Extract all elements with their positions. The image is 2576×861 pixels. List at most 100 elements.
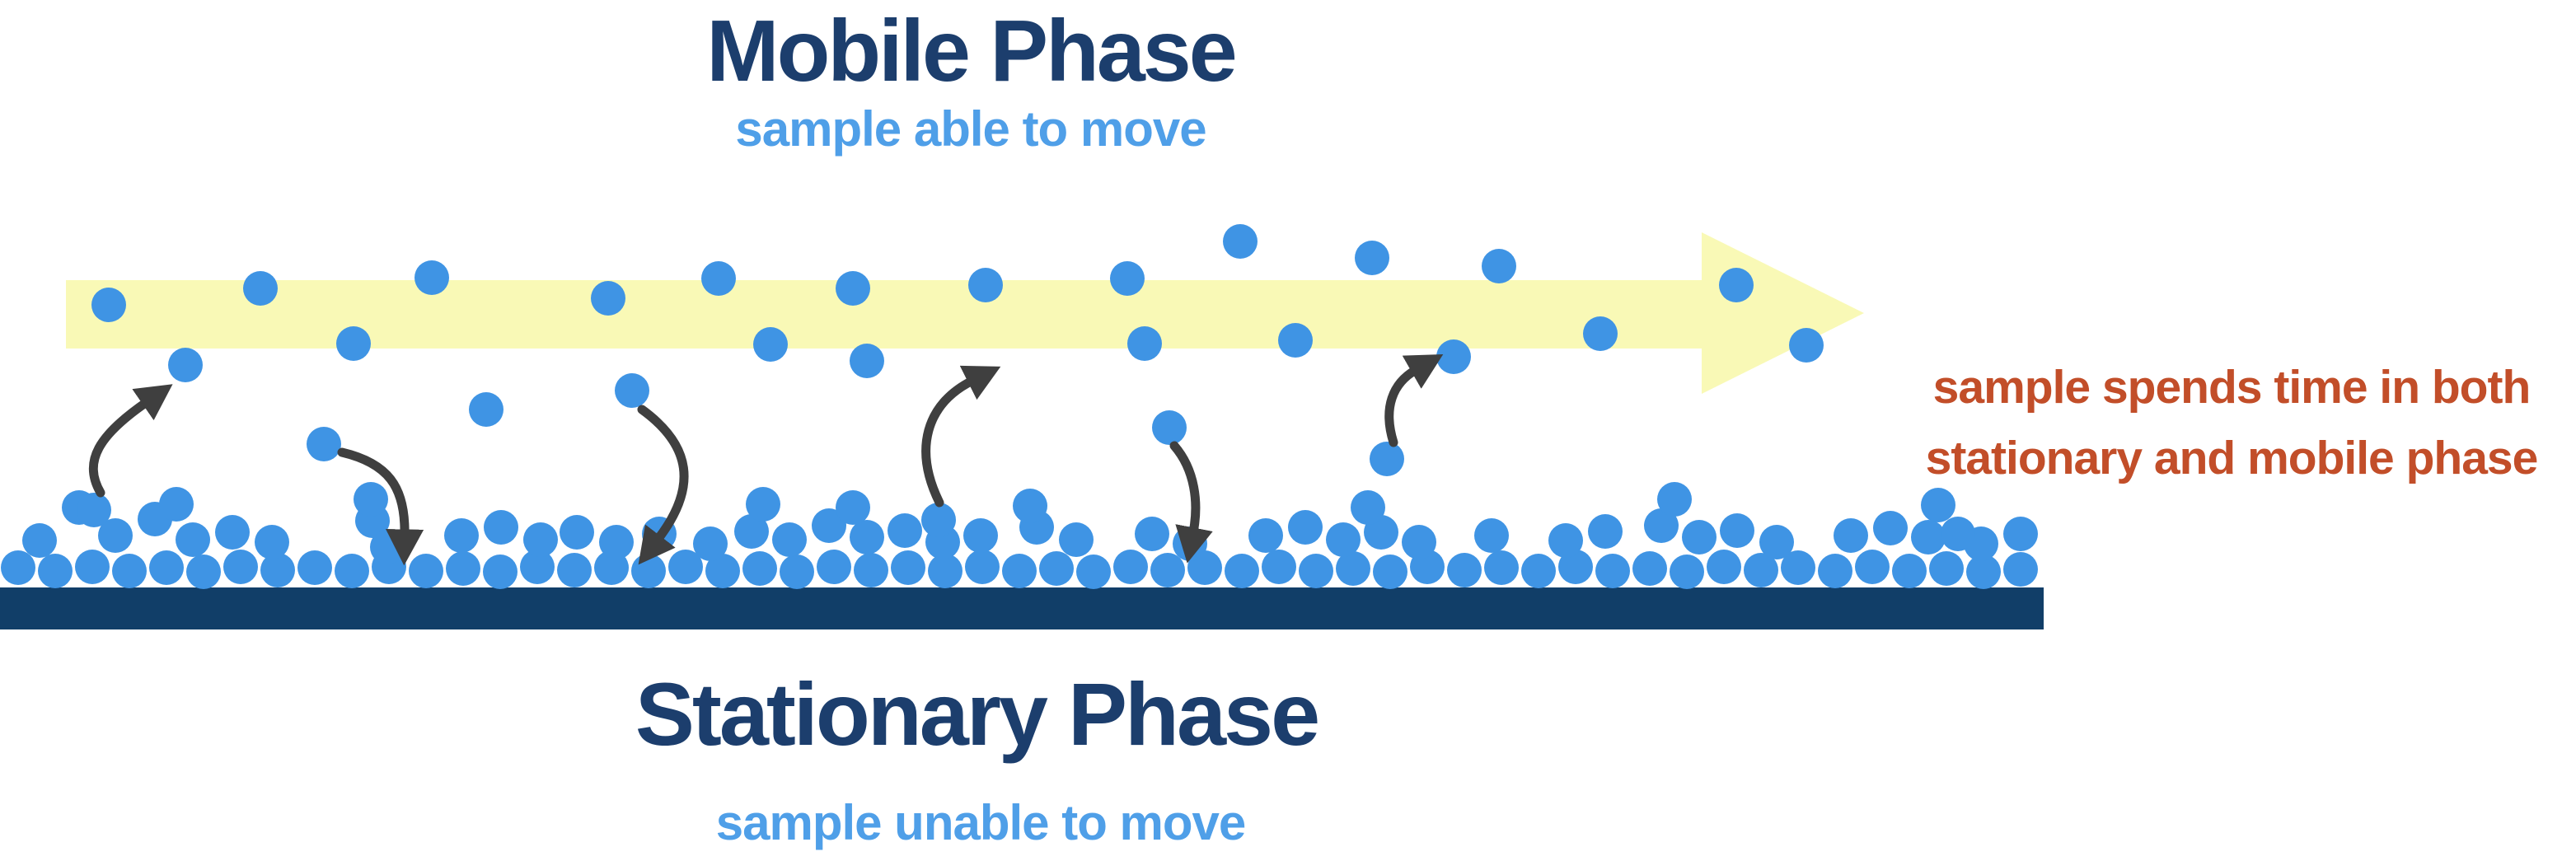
sample-dot-stationary — [1076, 555, 1111, 589]
sample-dot-stationary — [75, 550, 110, 584]
sample-dot-stationary — [523, 522, 558, 557]
sample-dot-stationary — [1818, 554, 1852, 588]
sample-dot-stationary — [1013, 489, 1047, 523]
sample-dot-mobile — [1482, 249, 1516, 283]
sample-dot-mobile — [77, 493, 111, 527]
annotation-line-1: sample spends time in both — [1932, 361, 2532, 414]
sample-dot-stationary — [1474, 518, 1509, 553]
sample-dot-stationary — [255, 525, 289, 559]
sample-dot-stationary — [1759, 525, 1794, 559]
sample-dot-stationary — [1402, 525, 1436, 559]
sample-dot-mobile — [1719, 268, 1754, 302]
sample-dot-stationary — [742, 551, 777, 586]
sample-dot-stationary — [1941, 517, 1975, 551]
sample-dot-mobile — [836, 271, 870, 306]
sample-dot-stationary — [38, 554, 73, 588]
sample-dot-stationary — [1892, 554, 1927, 588]
sample-dot-stationary — [1781, 550, 1815, 585]
sample-dot-stationary — [1911, 520, 1946, 555]
sample-dot-stationary — [1351, 490, 1385, 525]
sample-dot-stationary — [354, 482, 388, 517]
transfer-arrow-up — [921, 365, 1001, 508]
sample-dot-stationary — [631, 554, 666, 588]
sample-dot-mobile — [1223, 224, 1258, 259]
transfer-arrow-down — [1169, 441, 1213, 564]
sample-dot-stationary — [1447, 553, 1482, 587]
sample-dot-stationary — [599, 525, 634, 559]
transfer-arrow-down — [637, 405, 689, 565]
sample-dot-stationary — [705, 554, 740, 588]
sample-dot-stationary — [1595, 554, 1630, 588]
sample-dot-stationary — [891, 550, 925, 585]
sample-dot-stationary — [335, 554, 369, 588]
sample-dot-stationary — [297, 550, 332, 585]
sample-dot-stationary — [1558, 550, 1593, 584]
sample-dot-stationary — [734, 514, 769, 549]
sample-dot-mobile — [1583, 316, 1618, 351]
sample-dot-mobile — [1370, 442, 1404, 476]
sample-dot-stationary — [693, 526, 728, 561]
sample-dot-stationary — [1744, 553, 1778, 587]
sample-dot-mobile — [415, 260, 449, 295]
sample-dot-stationary — [1373, 555, 1407, 589]
sample-dot-stationary — [1966, 555, 2001, 589]
sample-dot-stationary — [817, 550, 851, 584]
sample-dot-mobile — [1355, 241, 1389, 275]
sample-dot-mobile — [1110, 261, 1145, 296]
sample-dot-stationary — [1834, 518, 1868, 553]
sample-dot-stationary — [1588, 514, 1623, 549]
sample-dot-stationary — [520, 550, 555, 584]
sample-dot-stationary — [22, 523, 57, 558]
sample-dot-stationary — [1657, 482, 1692, 517]
sample-dot-mobile — [1278, 323, 1313, 358]
sample-dot-stationary — [149, 550, 184, 585]
sample-dot-stationary — [928, 554, 962, 588]
sample-dot-stationary — [1262, 550, 1296, 584]
sample-dot-stationary — [668, 550, 703, 584]
sample-dot-stationary — [1548, 523, 1583, 558]
sample-dot-stationary — [1644, 508, 1679, 543]
sample-dot-stationary — [2003, 552, 2038, 587]
sample-dot-stationary — [186, 555, 221, 589]
sample-dot-stationary — [98, 518, 133, 553]
sample-dot-mobile — [591, 281, 625, 316]
sample-dot-mobile — [168, 348, 203, 382]
sample-dot-mobile — [1152, 410, 1187, 445]
sample-dot-mobile — [753, 327, 788, 362]
sample-dot-stationary — [1113, 550, 1148, 584]
sample-dot-stationary — [1150, 553, 1185, 587]
sample-dot-stationary — [1855, 550, 1890, 584]
sample-dot-stationary — [444, 518, 479, 553]
sample-dot-stationary — [112, 554, 147, 588]
transfer-arrow-up — [1384, 353, 1444, 447]
sample-dot-stationary — [1299, 554, 1333, 588]
transfer-arrow-up — [88, 384, 173, 498]
sample-dot-stationary — [484, 510, 518, 545]
sample-dot-stationary — [1326, 522, 1361, 557]
sample-dot-stationary — [888, 513, 922, 548]
sample-dot-mobile — [336, 326, 371, 361]
sample-dot-stationary — [215, 515, 250, 550]
sample-dot-stationary — [1288, 510, 1323, 545]
sample-dot-stationary — [159, 487, 194, 522]
sample-dot-stationary — [1682, 520, 1717, 555]
sample-dot-mobile — [1127, 326, 1162, 361]
sample-dot-stationary — [963, 518, 998, 553]
annotation-text: sample spends time in both stationary an… — [1879, 353, 2576, 494]
sample-dot-mobile — [243, 271, 278, 306]
sample-dot-mobile — [921, 503, 956, 537]
stationary-phase-subtitle: sample unable to move — [715, 795, 1247, 850]
sample-dot-stationary — [1670, 555, 1704, 589]
sample-dot-stationary — [1521, 554, 1556, 588]
sample-dot-stationary — [560, 515, 594, 550]
mobile-phase-title: Mobile Phase — [706, 2, 1237, 100]
diagram-shapes — [0, 224, 2044, 629]
sample-dot-stationary — [409, 554, 443, 588]
sample-dot-stationary — [1336, 551, 1370, 586]
sample-dot-mobile — [615, 373, 649, 408]
sample-dot-mobile — [850, 344, 884, 378]
sample-dot-stationary — [836, 490, 870, 525]
sample-dot-stationary — [1873, 511, 1908, 545]
sample-dot-mobile — [968, 268, 1003, 302]
